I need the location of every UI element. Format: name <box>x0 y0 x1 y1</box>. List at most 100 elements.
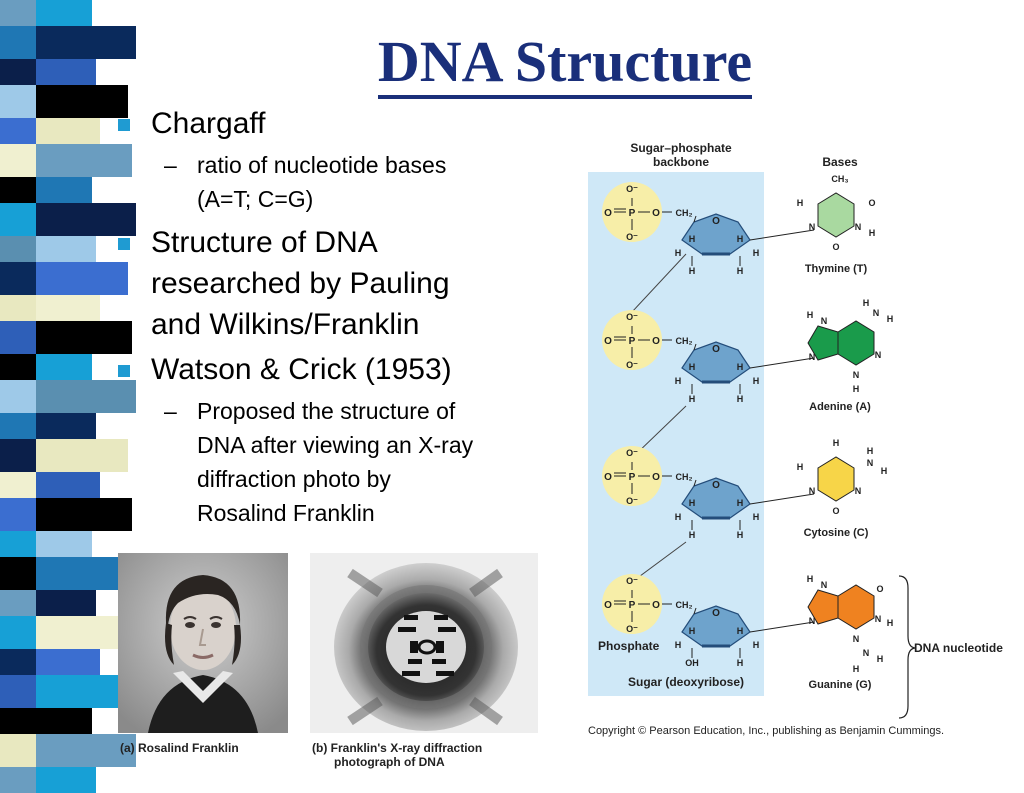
svg-text:O⁻: O⁻ <box>626 312 638 322</box>
svg-text:N: N <box>867 458 874 468</box>
svg-text:O: O <box>652 208 660 219</box>
svg-text:H: H <box>753 512 760 522</box>
svg-text:H: H <box>753 248 760 258</box>
bullet-watson-crick: Watson & Crick (1953) <box>118 349 558 390</box>
stripe-block <box>0 616 36 649</box>
svg-text:H: H <box>797 198 804 208</box>
svg-text:H: H <box>737 266 744 276</box>
svg-text:H: H <box>689 626 696 636</box>
base-name-1: Adenine (A) <box>809 401 871 413</box>
sub-bullet-ratio: – ratio of nucleotide bases (A=T; C=G) <box>164 152 447 212</box>
svg-text:CH₂: CH₂ <box>676 472 693 482</box>
phosphorus-atom: P <box>629 336 636 347</box>
stripe-block <box>36 203 136 236</box>
svg-text:N: N <box>821 580 828 590</box>
bullet-square-icon <box>118 238 130 250</box>
base-ring <box>817 192 855 238</box>
stripe-block <box>36 321 132 354</box>
svg-text:H: H <box>869 228 876 238</box>
svg-text:O: O <box>604 472 612 483</box>
stripe-block <box>0 649 36 675</box>
svg-text:H: H <box>853 664 860 674</box>
svg-text:H: H <box>675 376 682 386</box>
stripe-block <box>0 354 36 380</box>
svg-text:H: H <box>887 314 894 324</box>
svg-text:H: H <box>675 640 682 650</box>
stripe-block <box>0 236 36 262</box>
svg-text:N: N <box>855 222 862 232</box>
svg-text:O: O <box>712 216 720 227</box>
svg-text:O⁻: O⁻ <box>626 576 638 586</box>
svg-text:O⁻: O⁻ <box>626 184 638 194</box>
base-name-0: Thymine (T) <box>805 263 868 275</box>
svg-text:H: H <box>689 234 696 244</box>
bullet-square-icon <box>118 119 130 131</box>
nucleotide-brace <box>898 575 917 719</box>
svg-text:N: N <box>809 352 816 362</box>
svg-text:CH₂: CH₂ <box>676 208 693 218</box>
slide-title: DNA Structure <box>0 28 1024 99</box>
svg-text:N: N <box>873 308 880 318</box>
stripe-block <box>0 590 36 616</box>
svg-text:N: N <box>875 614 882 624</box>
svg-text:H: H <box>863 298 870 308</box>
svg-text:O⁻: O⁻ <box>626 448 638 458</box>
phosphate-circle <box>602 446 662 506</box>
svg-text:H: H <box>737 530 744 540</box>
stripe-block <box>0 177 36 203</box>
svg-text:O⁻: O⁻ <box>626 232 638 242</box>
caption-photo-b: (b) Franklin's X-ray diffraction photogr… <box>312 741 483 769</box>
svg-text:O: O <box>712 480 720 491</box>
bullet-structure: Structure of DNA researched by Pauling a… <box>118 222 558 345</box>
decorative-stripe <box>0 0 136 793</box>
base-name-2: Cytosine (C) <box>804 527 869 539</box>
svg-text:O: O <box>604 600 612 611</box>
xray-diffraction-photo <box>310 553 538 733</box>
stripe-block <box>0 118 36 144</box>
svg-text:N: N <box>875 350 882 360</box>
svg-text:H: H <box>867 446 874 456</box>
svg-text:O: O <box>712 344 720 355</box>
phosphate-circle <box>602 574 662 634</box>
svg-text:N: N <box>821 316 828 326</box>
stripe-block <box>0 557 36 590</box>
base-ring <box>817 456 855 502</box>
bullet-list: Chargaff – ratio of nucleotide bases (A=… <box>118 103 558 536</box>
stripe-block <box>0 295 36 321</box>
header-bases: Bases <box>822 155 858 169</box>
phosphorus-atom: P <box>629 600 636 611</box>
stripe-block <box>36 734 136 767</box>
svg-text:O: O <box>832 242 839 252</box>
svg-text:CH₂: CH₂ <box>676 600 693 610</box>
stripe-block <box>0 262 36 295</box>
stripe-block <box>0 380 36 413</box>
caption-photo-a: (a) Rosalind Franklin <box>120 741 239 755</box>
svg-text:H: H <box>737 626 744 636</box>
stripe-block <box>0 767 36 793</box>
stripe-block <box>36 262 128 295</box>
stripe-block <box>0 413 36 439</box>
svg-text:H: H <box>807 310 814 320</box>
svg-text:H: H <box>807 574 814 584</box>
svg-text:H: H <box>675 512 682 522</box>
stripe-block <box>0 26 36 59</box>
stripe-block <box>0 203 36 236</box>
svg-text:N: N <box>855 486 862 496</box>
copyright-text: Copyright © Pearson Education, Inc., pub… <box>588 725 944 737</box>
svg-text:H: H <box>689 498 696 508</box>
svg-text:H: H <box>737 394 744 404</box>
svg-text:H: H <box>737 362 744 372</box>
phosphate-circle <box>602 182 662 242</box>
svg-text:H: H <box>737 658 744 668</box>
stripe-block <box>0 472 36 498</box>
svg-text:H: H <box>753 376 760 386</box>
svg-text:N: N <box>809 222 816 232</box>
phosphorus-atom: P <box>629 208 636 219</box>
stripe-block <box>0 531 36 557</box>
base-name-3: Guanine (G) <box>809 679 872 691</box>
